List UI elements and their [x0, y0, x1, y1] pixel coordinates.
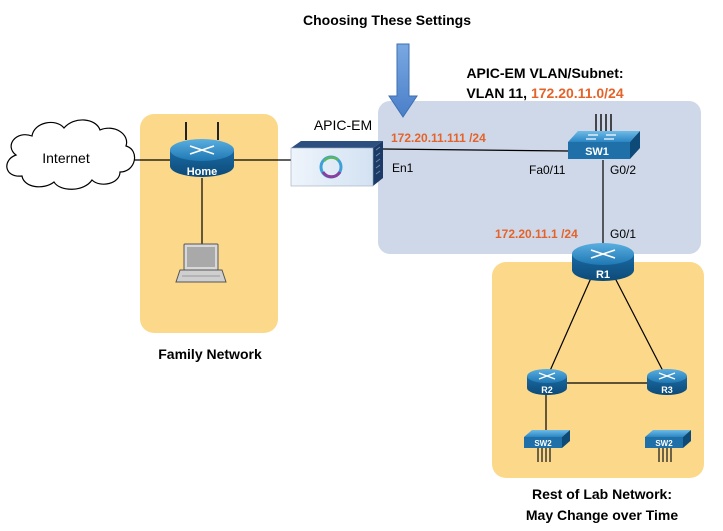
internet-label: Internet	[42, 150, 90, 166]
r3-router-icon	[647, 369, 687, 395]
g01-label: G0/1	[610, 227, 636, 241]
fa011-label: Fa0/11	[529, 163, 566, 177]
r1-ip-label: 172.20.11.1 /24	[495, 227, 578, 241]
r1-router-icon	[572, 243, 634, 281]
link-r1-r3	[614, 277, 665, 374]
sw2-left-switch-icon	[524, 430, 570, 462]
link-r1-r2	[548, 277, 592, 374]
diagram-title: Choosing These Settings	[303, 12, 471, 28]
apic-ip-label: 172.20.11.111 /24	[391, 131, 486, 145]
apic-vlan-line: VLAN 11, 172.20.11.0/24	[466, 85, 623, 101]
laptop-icon	[175, 243, 227, 283]
r3-label: R3	[661, 385, 673, 395]
family-network-label: Family Network	[158, 346, 262, 362]
home-router-label: Home	[187, 166, 218, 178]
en1-label: En1	[392, 161, 414, 175]
apic-vlan-prefix: VLAN 11,	[466, 85, 531, 101]
apic-em-server-icon	[290, 141, 383, 187]
rest-of-lab-label-line1: Rest of Lab Network:	[532, 486, 672, 502]
sw2-right-label: SW2	[655, 439, 673, 448]
apic-vlan-subnet: 172.20.11.0/24	[531, 85, 624, 101]
link-apic-sw1	[382, 148, 569, 152]
apic-vlan-heading: APIC-EM VLAN/Subnet:	[466, 65, 623, 81]
r1-label: R1	[596, 269, 610, 281]
internet-cloud-icon	[6, 119, 136, 190]
sw2-right-switch-icon	[645, 430, 691, 462]
down-arrow-icon	[388, 43, 418, 118]
sw1-switch-icon	[568, 114, 640, 159]
apic-em-label: APIC-EM	[314, 117, 372, 133]
r2-router-icon	[527, 369, 567, 395]
sw1-label: SW1	[585, 146, 609, 158]
lab-network-region	[492, 262, 704, 478]
sw2-left-label: SW2	[534, 439, 552, 448]
r2-label: R2	[541, 385, 553, 395]
links	[128, 148, 665, 432]
home-router-icon	[170, 122, 234, 177]
rest-of-lab-label-line2: May Change over Time	[526, 507, 678, 523]
g02-label: G0/2	[610, 163, 636, 177]
